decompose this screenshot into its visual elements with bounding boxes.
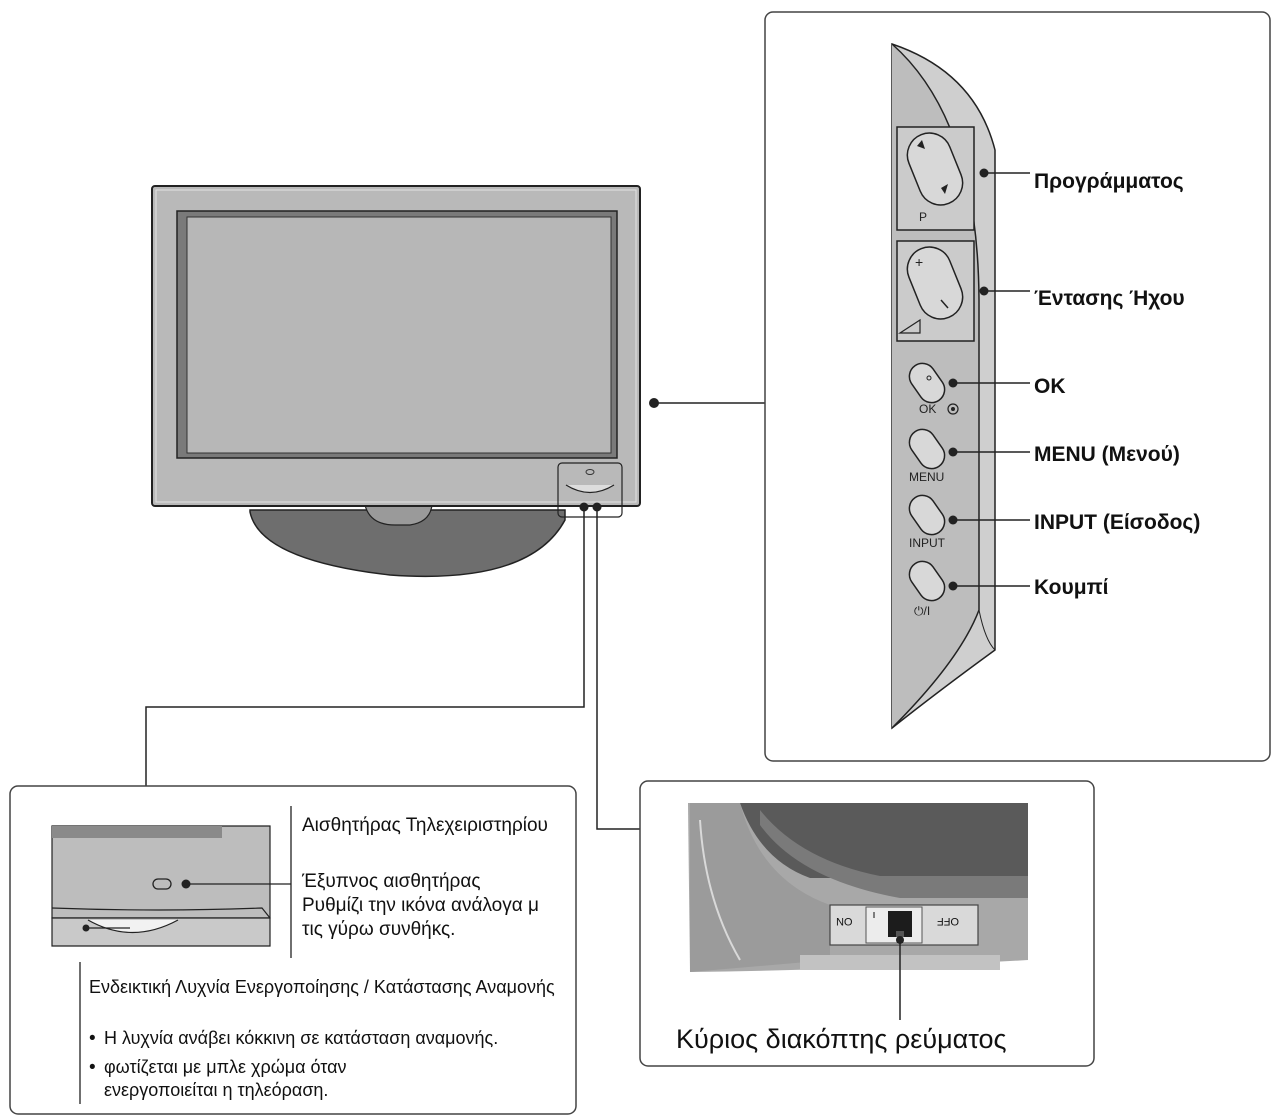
menu-label: MENU (Μενού) <box>1034 443 1180 466</box>
indicator-bullet-1: Η λυχνία ανάβει κόκκινη σε κατάσταση ανα… <box>104 1028 499 1048</box>
ok-label: OK <box>1034 375 1066 398</box>
smart-sensor-label: Έξυπνος αισθητήρας Ρυθμίζι την ικόνα ανά… <box>302 871 539 940</box>
svg-text:+: + <box>915 254 923 270</box>
tv-stand <box>249 509 566 578</box>
input-label: INPUT (Είσοδος) <box>1034 511 1201 534</box>
front-zoom-box <box>557 462 623 518</box>
tv-illustration <box>145 185 765 830</box>
remote-sensor-label: Αισθητήρας Τηλεχειριστηρίου <box>302 815 548 836</box>
indicator-bullet-2: φωτίζεται με μπλε χρώμα όταν ενεργοποιεί… <box>104 1057 347 1100</box>
menu-button-text: MENU <box>909 470 945 484</box>
ok-button-text: OK <box>919 402 937 416</box>
main-power-switch-label: Κύριος διακόπτης ρεύματος <box>676 1024 1007 1054</box>
bullet-dot-2: • <box>89 1057 96 1078</box>
power-indicator-label: Ενδεικτική Λυχνία Ενεργοποίησης / Κατάστ… <box>89 977 555 997</box>
power-button-text: ⏻/I <box>914 604 931 618</box>
power-label: Κουμπί <box>1034 576 1109 599</box>
p-button-text: P <box>919 210 928 224</box>
volume-label: Έντασης Ήχου <box>1034 287 1185 310</box>
bullet-dot-1: • <box>89 1028 96 1049</box>
switch-on-text: ON <box>836 915 853 927</box>
remote-sensor-dot <box>585 469 595 475</box>
sensor-callout <box>9 785 577 1115</box>
tv-screen <box>186 216 612 454</box>
side-panel-callout: + <box>764 11 1271 762</box>
switch-off-text: OFF <box>937 915 959 927</box>
switch-callout <box>639 780 1095 1067</box>
programme-label: Προγράμματος <box>1034 170 1184 193</box>
input-button-text: INPUT <box>909 536 945 550</box>
